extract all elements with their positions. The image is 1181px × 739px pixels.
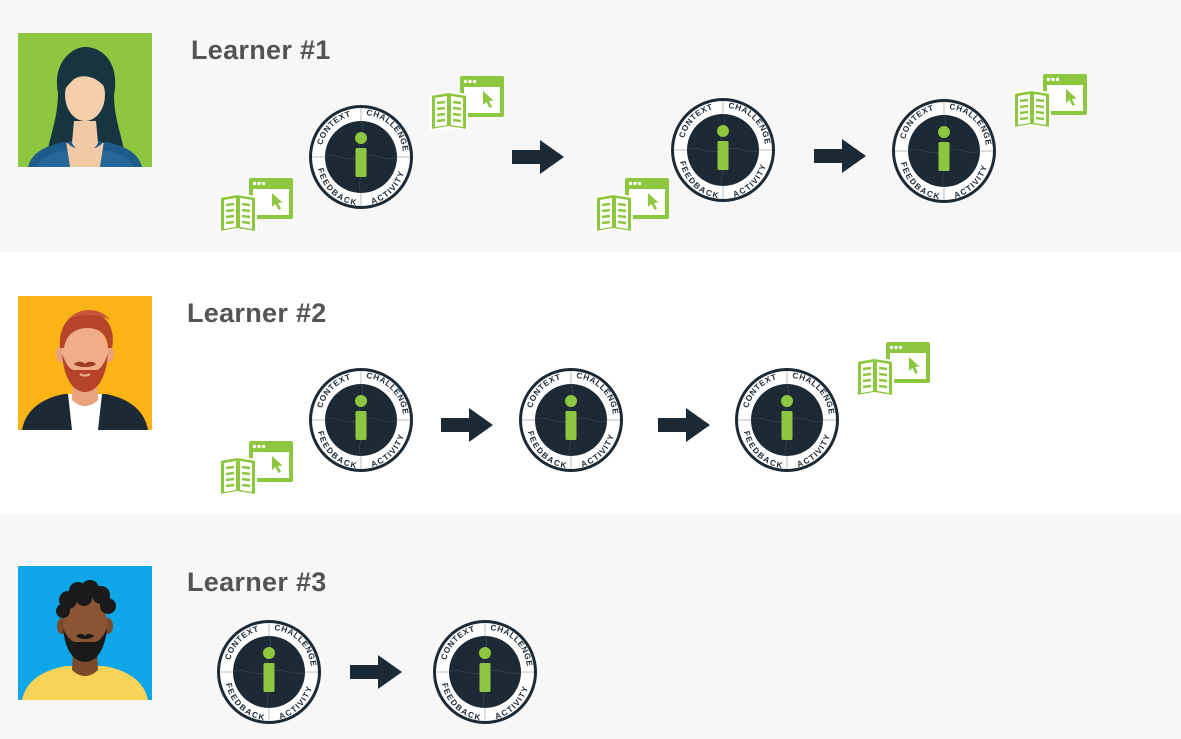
resource-icon[interactable] — [1011, 72, 1089, 132]
info-badge-icon[interactable] — [215, 618, 323, 726]
resource-icon[interactable] — [217, 176, 295, 236]
right-arrow-icon — [441, 408, 493, 442]
info-badge-icon[interactable] — [517, 366, 625, 474]
right-arrow-icon — [814, 139, 866, 173]
info-badge-icon[interactable] — [890, 97, 998, 205]
info-badge-icon[interactable] — [733, 366, 841, 474]
right-arrow-icon — [350, 655, 402, 689]
info-badge-icon[interactable] — [307, 103, 415, 211]
learner-2-title: Learner #2 — [187, 298, 327, 328]
info-badge-icon[interactable] — [307, 366, 415, 474]
resource-icon[interactable] — [428, 74, 506, 134]
learner-1-row: Learner #1 — [0, 0, 1181, 252]
learner-1-title: Learner #1 — [191, 35, 331, 65]
learner-3-title: Learner #3 — [187, 567, 327, 597]
resource-icon[interactable] — [593, 176, 671, 236]
woman-avatar-icon — [18, 33, 152, 167]
resource-icon[interactable] — [854, 340, 932, 400]
right-arrow-icon — [512, 140, 564, 174]
info-badge-icon[interactable] — [669, 96, 777, 204]
right-arrow-icon — [658, 408, 710, 442]
info-badge-icon[interactable] — [431, 618, 539, 726]
bearded-man-avatar-icon — [18, 296, 152, 430]
resource-icon[interactable] — [217, 439, 295, 499]
learner-2-row: Learner #2 — [0, 252, 1181, 514]
learner-3-row: Learner #3 — [0, 514, 1181, 739]
curly-hair-man-avatar-icon — [18, 566, 152, 700]
